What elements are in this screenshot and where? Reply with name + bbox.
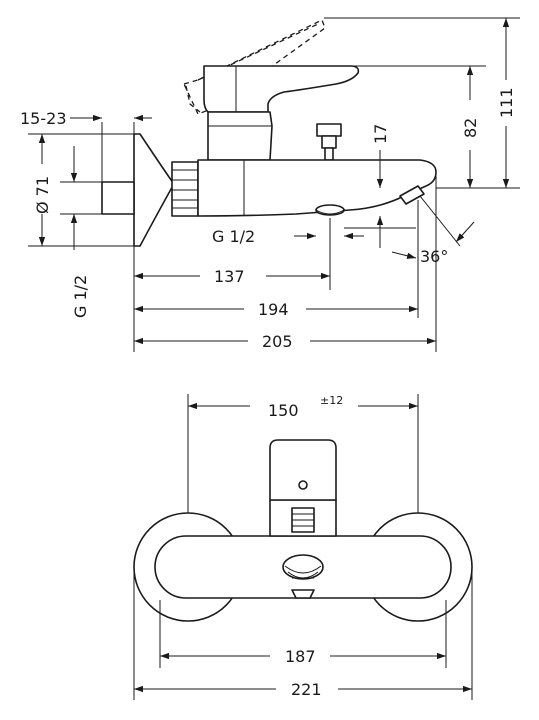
wall-rosette	[133, 133, 175, 247]
dim-thread-left: G 1/2	[71, 275, 90, 318]
front-view	[133, 439, 473, 622]
dim-194: 194	[258, 300, 289, 319]
dim-17: 17	[371, 124, 390, 144]
control-cap	[269, 439, 337, 501]
dim-205: 205	[262, 332, 293, 351]
indicator-dot	[298, 480, 308, 490]
dim-82: 82	[461, 118, 480, 138]
side-view-dimensions: 15-23 Ø 71 G 1/2 17 82 111 G 1/2 36° 137…	[20, 17, 520, 352]
diverter-knob	[316, 123, 342, 137]
dim-tolerance: ±12	[320, 394, 343, 407]
dim-15-23: 15-23	[20, 109, 67, 128]
diverter-bottom	[282, 554, 324, 580]
dim-111: 111	[497, 87, 516, 118]
dim-187: 187	[285, 647, 316, 666]
front-view-dimensions: 150 ±12 187 221	[133, 394, 473, 700]
mixer-body	[207, 111, 273, 161]
dim-150: 150	[268, 401, 299, 420]
side-view	[101, 19, 437, 247]
dim-221: 221	[291, 680, 322, 699]
dim-thread-outlet: G 1/2	[212, 227, 255, 246]
dim-angle-36: 36°	[420, 247, 448, 266]
aerator	[399, 185, 425, 205]
connection-pipe	[101, 181, 135, 215]
dim-diameter-71: Ø 71	[33, 176, 52, 214]
lever	[203, 65, 360, 113]
dim-137: 137	[214, 267, 245, 286]
